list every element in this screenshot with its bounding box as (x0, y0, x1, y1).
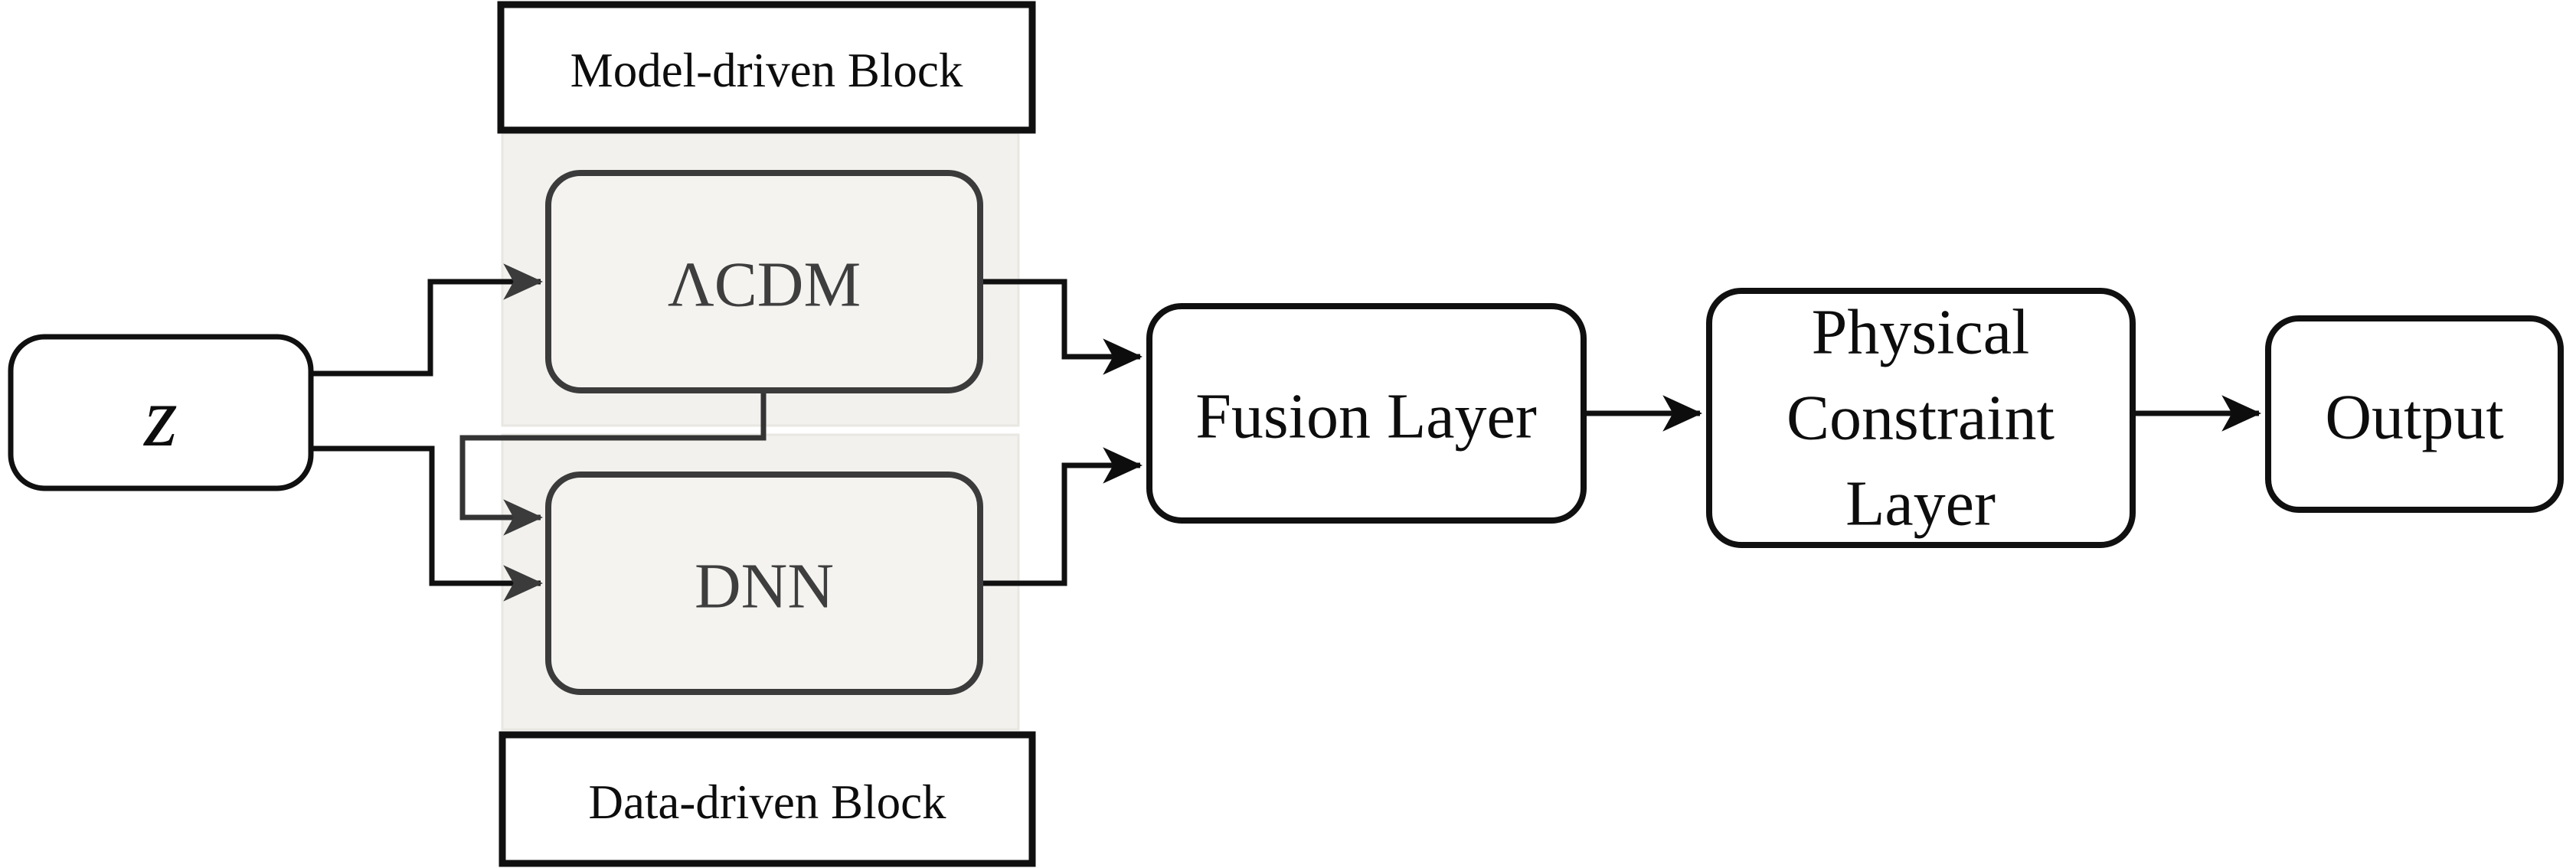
dnn-node-box (545, 472, 983, 695)
physical-constraint-layer-line2: Constraint (1787, 383, 2055, 454)
physical-constraint-layer-line1: Physical (1812, 297, 2030, 368)
data-driven-block-text: Data-driven Block (588, 775, 946, 829)
z-node-box (8, 334, 314, 491)
dnn-node: DNN (545, 472, 983, 695)
lcdm-node-label: ΛCDM (668, 250, 861, 321)
dnn-node-label: DNN (695, 551, 834, 622)
physical-constraint-layer-node: Physical Constraint Layer (1706, 288, 2136, 548)
physical-constraint-layer-line3: Layer (1845, 468, 1996, 540)
model-driven-block-label: Model-driven Block (497, 1, 1036, 134)
fusion-layer-node: Fusion Layer (1146, 303, 1587, 524)
edge-lcdm-to-dnn (459, 390, 767, 536)
lcdm-node: ΛCDM (545, 170, 983, 393)
physical-constraint-layer-box (1706, 288, 2136, 548)
fusion-layer-label: Fusion Layer (1195, 381, 1537, 452)
data-driven-block-label: Data-driven Block (499, 731, 1036, 867)
model-driven-block-box (497, 1, 1036, 134)
edge-z-to-dnn (311, 445, 544, 602)
data-driven-block-box (499, 731, 1036, 867)
fusion-layer-box (1146, 303, 1587, 524)
z-node: z (8, 334, 314, 491)
output-box (2265, 315, 2564, 513)
model-driven-block-text: Model-driven Block (570, 44, 963, 97)
lcdm-node-box (545, 170, 983, 393)
output-label: Output (2325, 382, 2503, 453)
z-node-label: z (142, 370, 178, 465)
edge-z-to-lcdm (311, 263, 544, 377)
edge-lcdm-to-fusion (980, 279, 1143, 375)
edge-dnn-to-fusion (980, 447, 1143, 586)
output-node: Output (2265, 315, 2564, 513)
